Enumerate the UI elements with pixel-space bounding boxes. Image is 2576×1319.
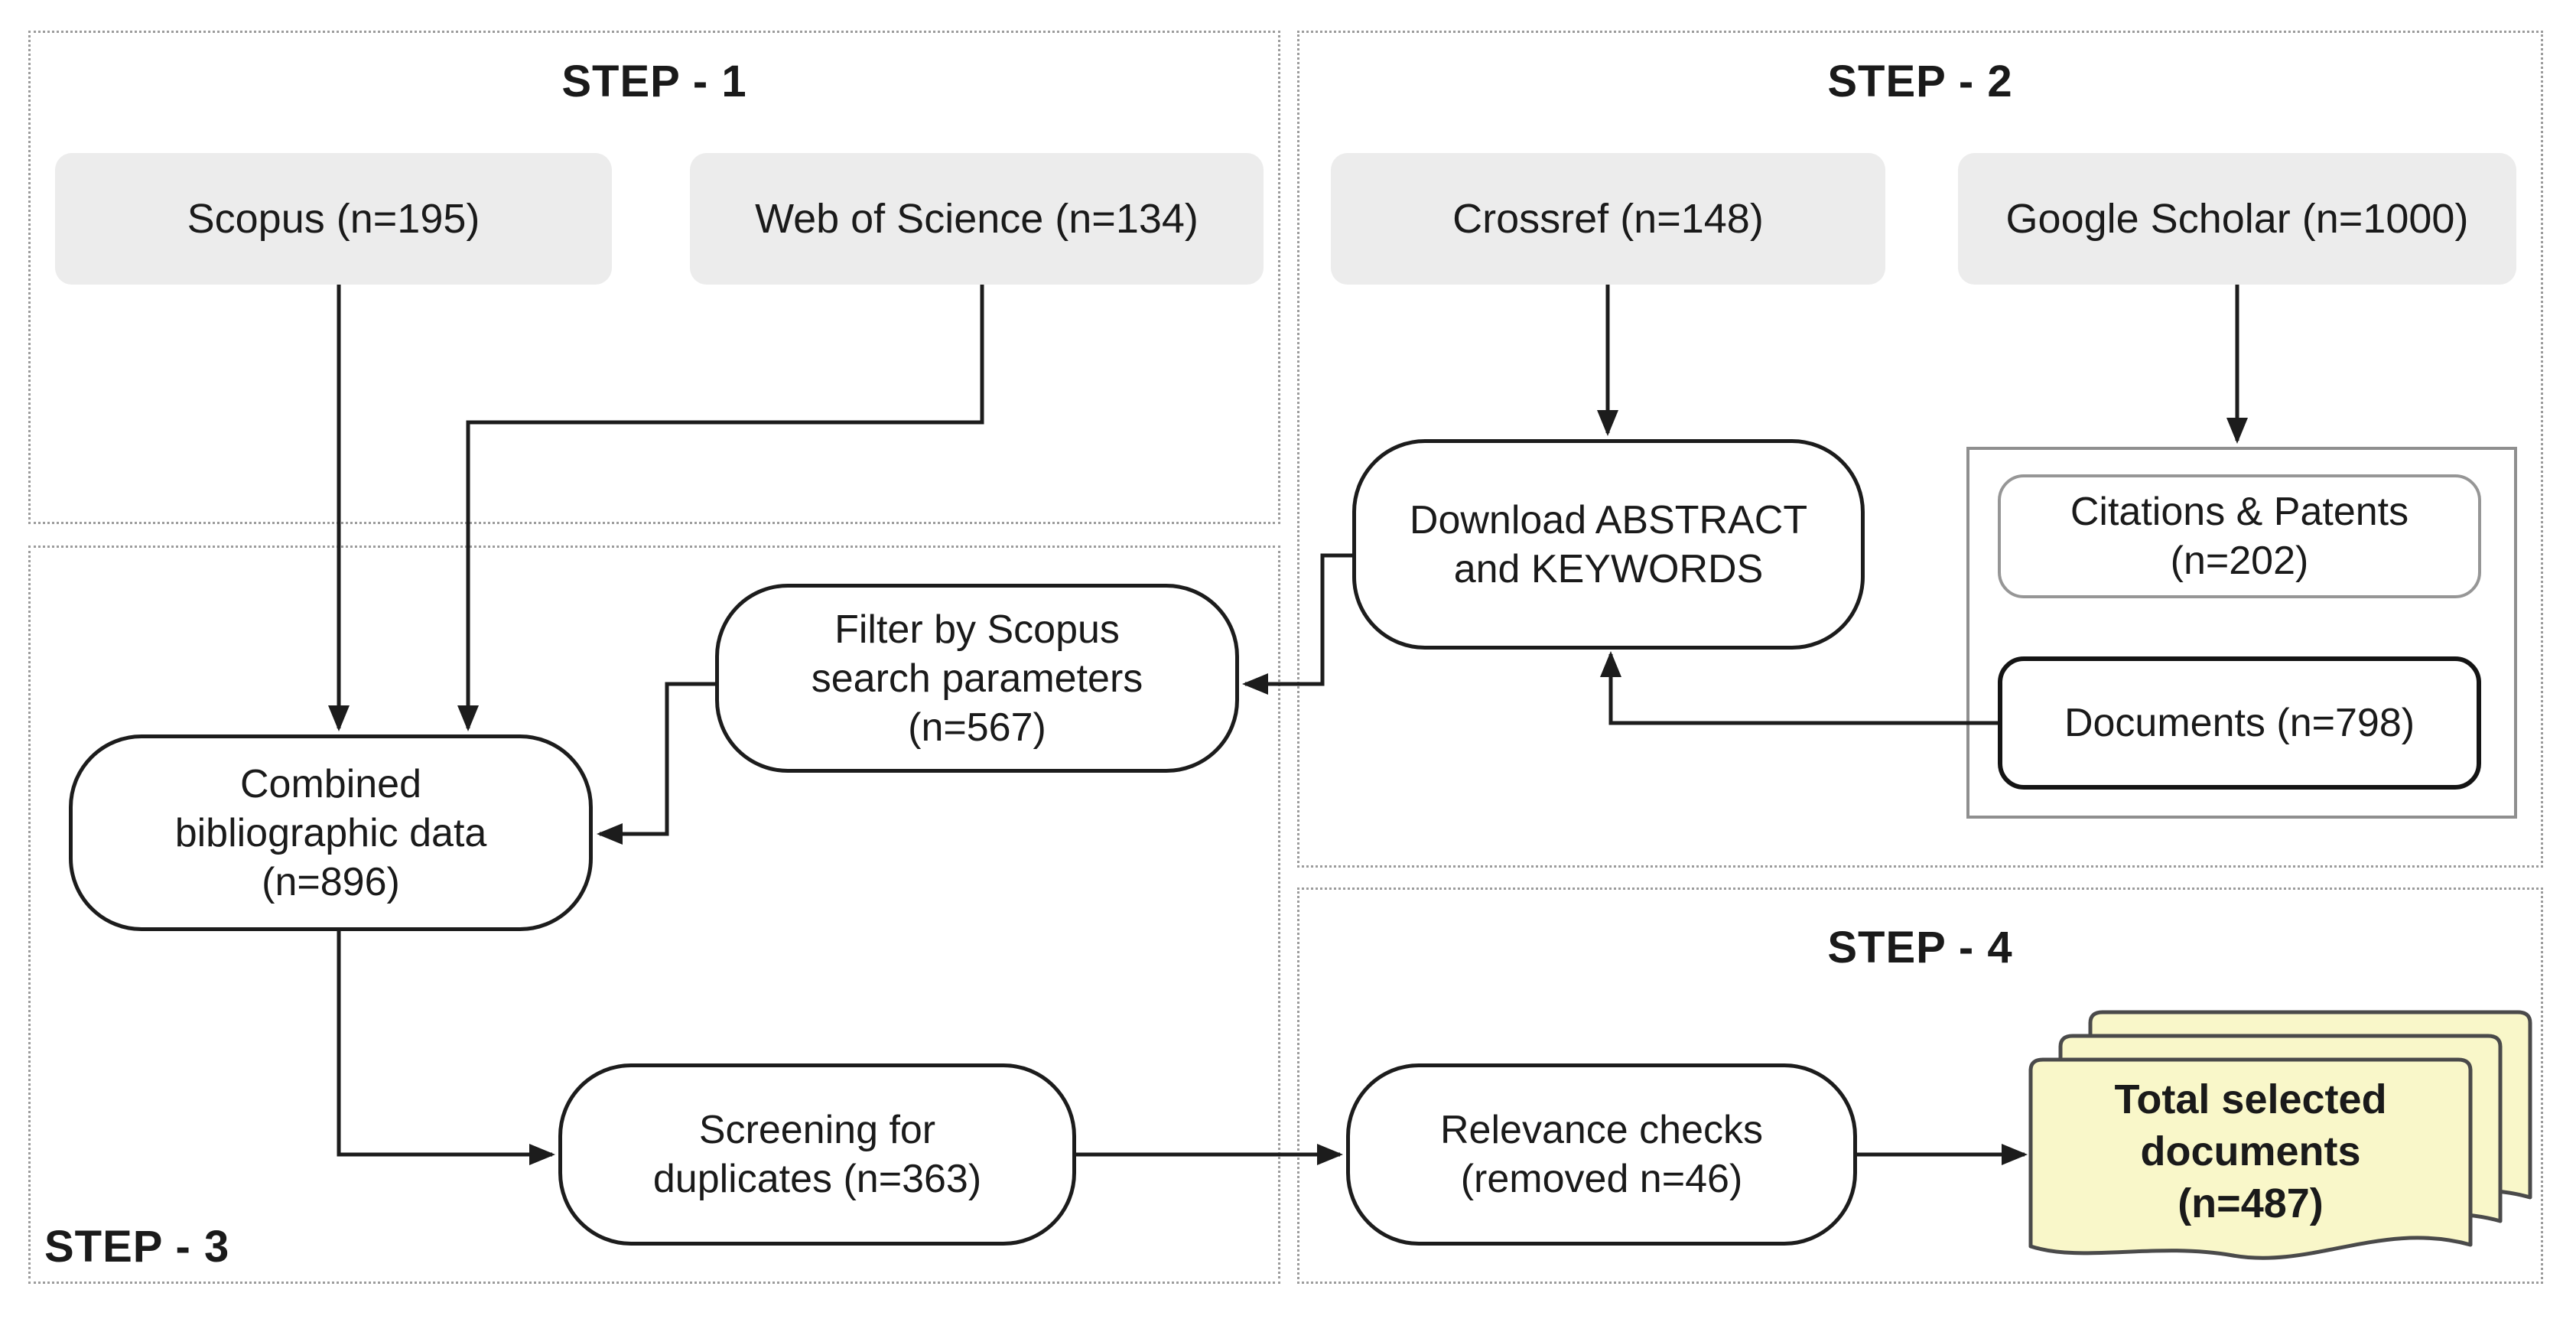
node-scopus: Scopus (n=195) — [55, 153, 612, 285]
node-combined-data: Combined bibliographic data (n=896) — [69, 734, 593, 931]
edge-download-filter — [1242, 553, 1352, 695]
step2-container: STEP - 2 — [1297, 31, 2543, 868]
node-download-abstract: Download ABSTRACT and KEYWORDS — [1352, 439, 1865, 650]
step2-label: STEP - 2 — [1827, 57, 2013, 106]
node-total-selected-documents: Total selected documents (n=487) — [2114, 1076, 2387, 1226]
node-crossref: Crossref (n=148) — [1331, 153, 1885, 285]
edge-wos-combined — [457, 285, 984, 731]
step3-container: STEP - 3 — [28, 546, 1280, 1284]
step3-label: STEP - 3 — [44, 1222, 230, 1272]
node-documents: Documents (n=798) — [1998, 656, 2481, 790]
step4-label: STEP - 4 — [1827, 923, 2013, 972]
node-screening-duplicates: Screening for duplicates (n=363) — [558, 1063, 1076, 1246]
edge-combined-screening — [337, 931, 555, 1165]
edge-documents-download — [1600, 651, 1998, 725]
node-relevance-checks: Relevance checks (removed n=46) — [1346, 1063, 1857, 1246]
step1-container: STEP - 1 — [28, 31, 1280, 524]
node-web-of-science: Web of Science (n=134) — [690, 153, 1264, 285]
node-citations-patents: Citations & Patents (n=202) — [1998, 474, 2481, 598]
edge-filter-combined — [597, 682, 715, 845]
document-sheet-front — [2028, 1057, 2473, 1260]
total-documents-stack — [2028, 1010, 2532, 1260]
step1-label: STEP - 1 — [561, 57, 747, 106]
step4-container: STEP - 4 — [1297, 887, 2543, 1284]
node-google-scholar: Google Scholar (n=1000) — [1958, 153, 2516, 285]
node-filter-scopus: Filter by Scopus search parameters (n=56… — [715, 584, 1239, 773]
